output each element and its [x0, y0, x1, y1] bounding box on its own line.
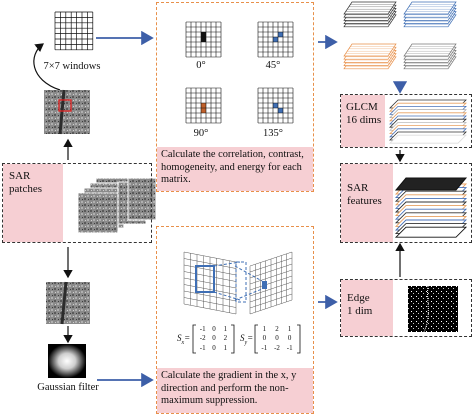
sobel-sy-cell-0-2: 1	[283, 325, 296, 334]
sobel-sx-cell-0-0: -1	[197, 325, 208, 334]
sobel-sy-cell-2-2: -1	[283, 344, 296, 353]
angle-label-90: 90°	[186, 128, 216, 140]
glcm-calc-text: Calculate the correlation, contrast, hom…	[157, 147, 313, 191]
sar-patches-line2: patches	[9, 183, 63, 196]
sar-patches-line1: SAR	[9, 170, 63, 183]
sar-features-line2: features	[347, 195, 393, 208]
sar-image-top	[44, 90, 90, 134]
sar-image-bottom	[46, 282, 90, 324]
glcm-line2: 16 dims	[346, 114, 385, 127]
gaussian-label: Gaussian filter	[18, 382, 118, 394]
angle-label-135: 135°	[258, 128, 288, 140]
edge-line1: Edge	[347, 292, 393, 305]
sobel-sx-label: Sx=	[177, 333, 190, 346]
sobel-sx-cell-2-0: -1	[197, 344, 208, 353]
sobel-sy-cell-1-2: 0	[283, 334, 296, 343]
sar-patches-label: SAR patches	[3, 164, 63, 242]
edge-line2: 1 dim	[347, 305, 393, 318]
sobel-sy-cell-0-1: 2	[271, 325, 284, 334]
sobel-sx-cell-1-1: 0	[208, 334, 219, 343]
glcm-matrix-stacks	[344, 2, 456, 69]
window-grid	[55, 12, 93, 50]
sobel-sx-cell-2-2: 1	[220, 344, 231, 353]
sobel-sy-eq: =	[247, 333, 253, 343]
sar-features-label: SAR features	[341, 164, 393, 242]
sobel-sx-cell-1-2: 2	[220, 334, 231, 343]
sobel-sy-cell-1-1: 0	[271, 334, 284, 343]
gaussian-image	[48, 344, 86, 378]
sobel-sy-label: Sy=	[240, 333, 253, 346]
angle-label-0: 0°	[186, 60, 216, 72]
edge-label: Edge 1 dim	[341, 280, 393, 336]
glcm-line1: GLCM	[346, 101, 385, 114]
sobel-sx-cell-0-1: 0	[208, 325, 219, 334]
sobel-sy-cell-1-0: 0	[258, 334, 271, 343]
gradient-calc-text: Calculate the gradient in the x, y direc…	[157, 368, 313, 413]
sobel-sx-cell-0-2: 1	[220, 325, 231, 334]
sobel-sy-cell-2-1: -2	[271, 344, 284, 353]
windows-label: 7×7 windows	[24, 61, 120, 73]
glcm-label: GLCM 16 dims	[341, 95, 385, 147]
sobel-sx-eq: =	[184, 333, 190, 343]
sar-features-line1: SAR	[347, 182, 393, 195]
sobel-sy-cell-2-0: -1	[258, 344, 271, 353]
sobel-sx-cell-1-0: -2	[197, 334, 208, 343]
angle-label-45: 45°	[258, 60, 288, 72]
sobel-sy-cell-0-0: 1	[258, 325, 271, 334]
sobel-sx-cell-2-1: 0	[208, 344, 219, 353]
